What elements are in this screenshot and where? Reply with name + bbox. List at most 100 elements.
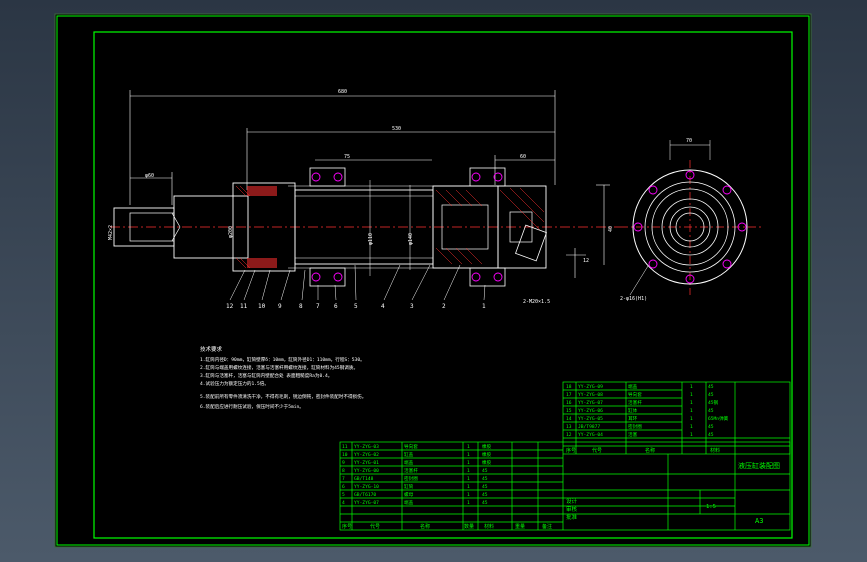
bom-cell: 15: [566, 408, 572, 414]
bom-cell: 橡胶: [482, 459, 492, 466]
title-block-grid: [339, 441, 791, 531]
bom-cell: 45: [482, 492, 488, 498]
bom-cell: GB/T6170: [354, 492, 376, 498]
bom-header-name: 名称: [420, 523, 430, 530]
bom-cell: 缸筒: [404, 483, 414, 490]
bom-cell: YY-ZYG-03: [354, 444, 379, 450]
bom-cell: 1: [690, 392, 693, 398]
bom-cell: 1: [467, 500, 470, 506]
bom-cell: 14: [566, 416, 572, 422]
bom-header-name-upper: 名称: [645, 447, 655, 454]
bom-header-weight: 重量: [515, 523, 525, 530]
bom-cell: YY-ZYG-10: [354, 484, 379, 490]
dim-flange: 70: [686, 138, 692, 144]
bom-cell: 11: [342, 444, 348, 450]
bom-header-material-upper: 材料: [710, 447, 720, 454]
dim-threads: 75: [344, 154, 350, 160]
section-label: 2-φ16(H1): [620, 296, 647, 302]
bom-cell: 4: [342, 500, 345, 506]
bom-cell: 9: [342, 460, 345, 466]
bom-header-code: 代号: [370, 523, 380, 530]
bom-cell: 12: [566, 432, 572, 438]
bom-header-no: 序号: [342, 523, 352, 530]
part-number-labels: 12 11 10 9 8 7 6 5 4 3 2 1: [226, 303, 486, 310]
bom-cell: 1: [690, 400, 693, 406]
dim-rod-end: 60: [520, 154, 526, 160]
part-number: 4: [381, 303, 385, 310]
cylinder-section-view: 680 530 75 60 φ60 M42×2: [108, 89, 620, 310]
bom-cell: 端盖: [404, 459, 414, 466]
bom-cell: 端盖: [404, 499, 414, 506]
bom-cell: 1: [467, 492, 470, 498]
dim-bore2: φ140: [408, 233, 414, 245]
sheet-size: A3: [755, 517, 763, 525]
bom-cell: 17: [566, 392, 572, 398]
bom-cell: 活塞杆: [404, 467, 418, 474]
bom-cell: 密封圈: [628, 423, 642, 430]
bom-cell: 1: [467, 484, 470, 490]
leader-lines: [229, 264, 486, 301]
bom-cell: 5: [342, 492, 345, 498]
note-line: 6.装配后应进行耐压试验，保压时间不少于5min。: [200, 403, 304, 410]
note-line: 3.缸筒与活塞杆，活塞与缸筒内壁配合处 表面粗糙度Ra为0.4。: [200, 372, 332, 379]
dim-left: φ60: [145, 173, 154, 179]
note-line: 4.试验压力为额定压力的1.5倍。: [200, 380, 269, 387]
bom-cell: 1: [690, 408, 693, 414]
dim-body: 530: [392, 126, 401, 132]
part-number: 3: [410, 303, 414, 310]
bom-header-remark: 备注: [542, 523, 552, 530]
bom-cell: 10: [342, 452, 348, 458]
bom-cell: 45: [708, 384, 714, 390]
part-number: 7: [316, 303, 320, 310]
bom-cell: 45: [482, 484, 488, 490]
bom-cell: 橡胶: [482, 443, 492, 450]
part-number: 2: [442, 303, 446, 310]
part-number: 11: [240, 303, 248, 310]
bom-cell: YY-ZYG-08: [578, 392, 603, 398]
bom-cell: 1: [467, 460, 470, 466]
outer-frame: [56, 15, 810, 546]
part-number: 10: [258, 303, 266, 310]
bom-cell: YY-ZYG-01: [354, 460, 379, 466]
svg-text:M42×2: M42×2: [108, 225, 114, 240]
bom-cell: 1: [690, 384, 693, 390]
bom-cell: YY-ZYG-07: [578, 400, 603, 406]
bom-cell: 密封圈: [404, 475, 418, 482]
bom-cell: 1: [467, 468, 470, 474]
bom-cell: 13: [566, 424, 572, 430]
bom-cell: 1: [467, 476, 470, 482]
note-line: 5.装配前所有零件须清洗干净，不得有毛刺，锐边倒钝，密封件装配时不得损伤。: [200, 393, 366, 400]
part-number: 1: [482, 303, 486, 310]
dim-gap: 12: [583, 258, 589, 264]
bom-cell: 端盖: [628, 383, 638, 390]
bom-cell: 导向套: [404, 443, 418, 450]
bom-cell: 45: [482, 476, 488, 482]
notes-title: 技术要求: [200, 345, 223, 353]
note-label: 2-M20×1.5: [523, 299, 550, 305]
bom-header-material: 材料: [484, 523, 494, 530]
bom-header-code-upper: 代号: [592, 447, 602, 454]
bom-cell: 1: [690, 424, 693, 430]
bom-cell: 16: [566, 400, 572, 406]
part-number: 12: [226, 303, 234, 310]
checker-label: 审核: [566, 505, 578, 513]
part-number: 5: [354, 303, 358, 310]
bom-cell: 橡胶: [482, 451, 492, 458]
bom-cell: YY-ZYG-05: [578, 416, 603, 422]
bom-cell: YY-ZYG-02: [354, 452, 379, 458]
bom-cell: JB/T9877: [578, 424, 600, 430]
bom-cell: 螺母: [404, 491, 414, 498]
bom-cell: 缸体: [628, 407, 638, 414]
bom-cell: YY-ZYG-06: [578, 408, 603, 414]
bom-cell: 45钢: [708, 399, 719, 406]
dim-flange-h: φ200: [228, 226, 234, 238]
bom-cell: GB/T148: [354, 476, 374, 482]
bom-cell: 1: [690, 432, 693, 438]
bom-cell: 活塞: [628, 431, 638, 438]
bom-cell: 18: [566, 384, 572, 390]
bom-cell: 1: [690, 416, 693, 422]
bom-cell: 6: [342, 484, 345, 490]
bom-cell: 缸盖: [404, 451, 414, 458]
